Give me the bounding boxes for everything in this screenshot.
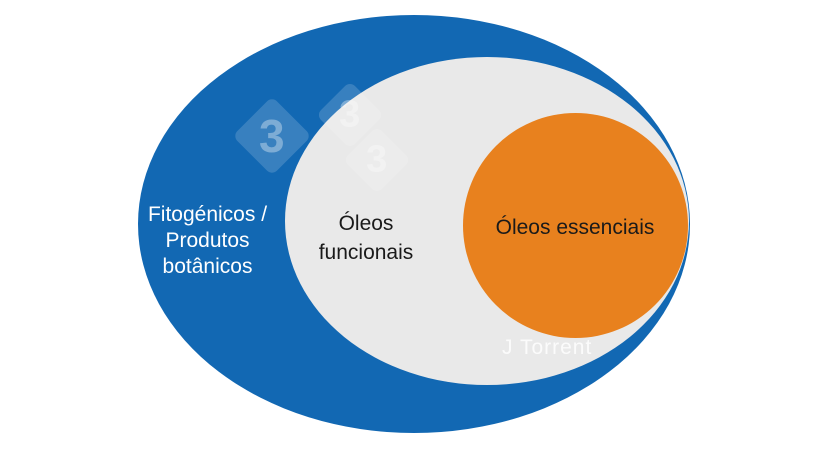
- inner-set-label: Óleos essenciais: [475, 214, 675, 241]
- middle-set-label: Óleos funcionais: [291, 209, 441, 267]
- watermark-digit-3: 3: [259, 110, 285, 162]
- watermark-digit-3: 3: [339, 93, 361, 136]
- author-watermark: J Torrent: [502, 336, 593, 359]
- outer-label-line-2: Produtos: [165, 229, 250, 252]
- middle-label-line-1: Óleos: [338, 212, 394, 235]
- inner-circle-oleos-essenciais: [463, 113, 688, 338]
- outer-label-line-1: Fitogénicos /: [147, 203, 268, 226]
- watermark-digit-3: 3: [366, 138, 388, 181]
- outer-set-label: Fitogénicos / Produtos botânicos: [120, 202, 295, 280]
- inner-label-line-1: Óleos essenciais: [495, 216, 655, 239]
- outer-label-line-3: botânicos: [162, 255, 253, 278]
- middle-label-line-2: funcionais: [318, 241, 414, 264]
